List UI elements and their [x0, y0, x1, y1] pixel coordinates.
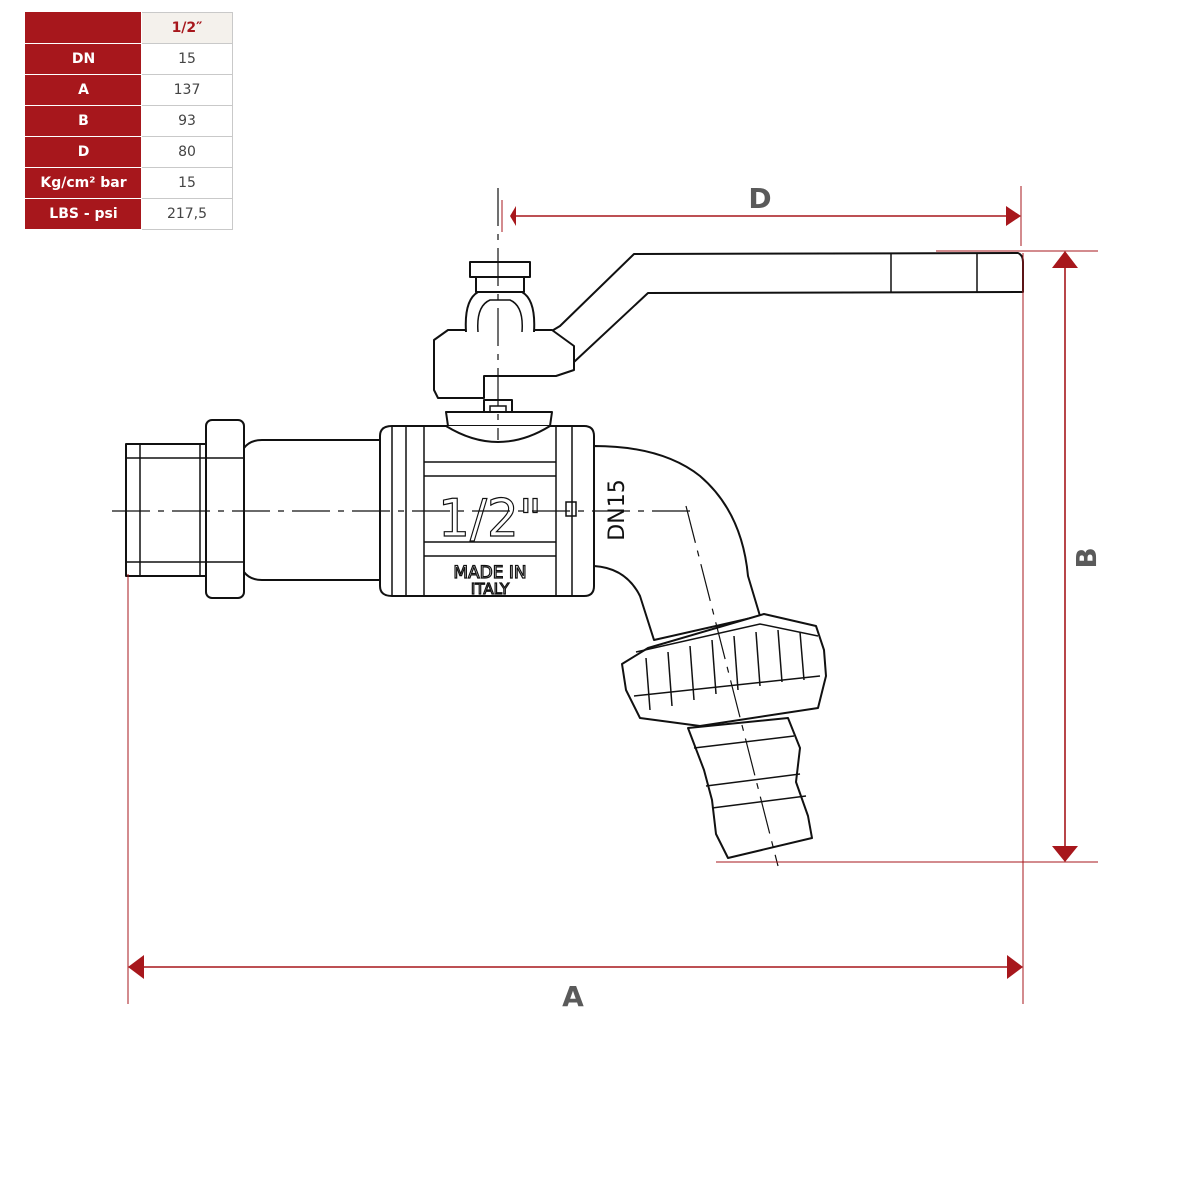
spec-row-value: 93	[141, 105, 233, 137]
spec-table-row: LBS - psi 217,5	[25, 198, 233, 230]
spec-row-value: 15	[141, 43, 233, 75]
spec-row-label: B	[25, 105, 142, 137]
lever-handle	[539, 252, 1024, 369]
body-italy-marking: ITALY	[471, 580, 510, 598]
spec-row-value: 80	[141, 136, 233, 168]
dimension-label-d: D	[748, 182, 771, 215]
body-size-marking: 1/2"	[438, 489, 542, 549]
spec-row-value: 137	[141, 74, 233, 106]
stem-housing	[433, 261, 575, 427]
body-made-in-marking: MADE IN	[453, 563, 526, 583]
center-lines	[112, 188, 779, 867]
spout-elbow	[593, 445, 761, 641]
knurled-union-nut	[621, 613, 827, 727]
spec-table-row: A 137	[25, 74, 233, 106]
body-markings: 1/2" MADE IN ITALY DN15	[437, 479, 630, 598]
dimension-b: B	[716, 250, 1103, 863]
spec-table-row: D 80	[25, 136, 233, 168]
hex-nut	[205, 419, 245, 599]
dimension-d: D	[501, 182, 1022, 246]
spec-table-row: Kg/cm² bar 15	[25, 167, 233, 199]
dimension-label-a: A	[562, 980, 584, 1013]
spec-row-value: 217,5	[141, 198, 233, 230]
spec-row-label: Kg/cm² bar	[25, 167, 142, 199]
spec-table-row: DN 15	[25, 43, 233, 75]
inlet-thread	[125, 443, 209, 577]
spec-row-label: LBS - psi	[25, 198, 142, 230]
pipe-neck	[243, 439, 381, 581]
spec-row-label: D	[25, 136, 142, 168]
body-dn-marking: DN15	[605, 479, 630, 540]
hose-tail	[687, 717, 813, 859]
spec-table: 1/2″ DN 15 A 137 B 93 D 80 Kg/cm² bar 15…	[25, 12, 233, 230]
spec-table-row: B 93	[25, 105, 233, 137]
spec-table-header-label	[25, 12, 142, 44]
spec-row-label: DN	[25, 43, 142, 75]
dimension-label-b: B	[1070, 547, 1103, 568]
spec-row-value: 15	[141, 167, 233, 199]
dimension-a: A	[127, 253, 1024, 1013]
